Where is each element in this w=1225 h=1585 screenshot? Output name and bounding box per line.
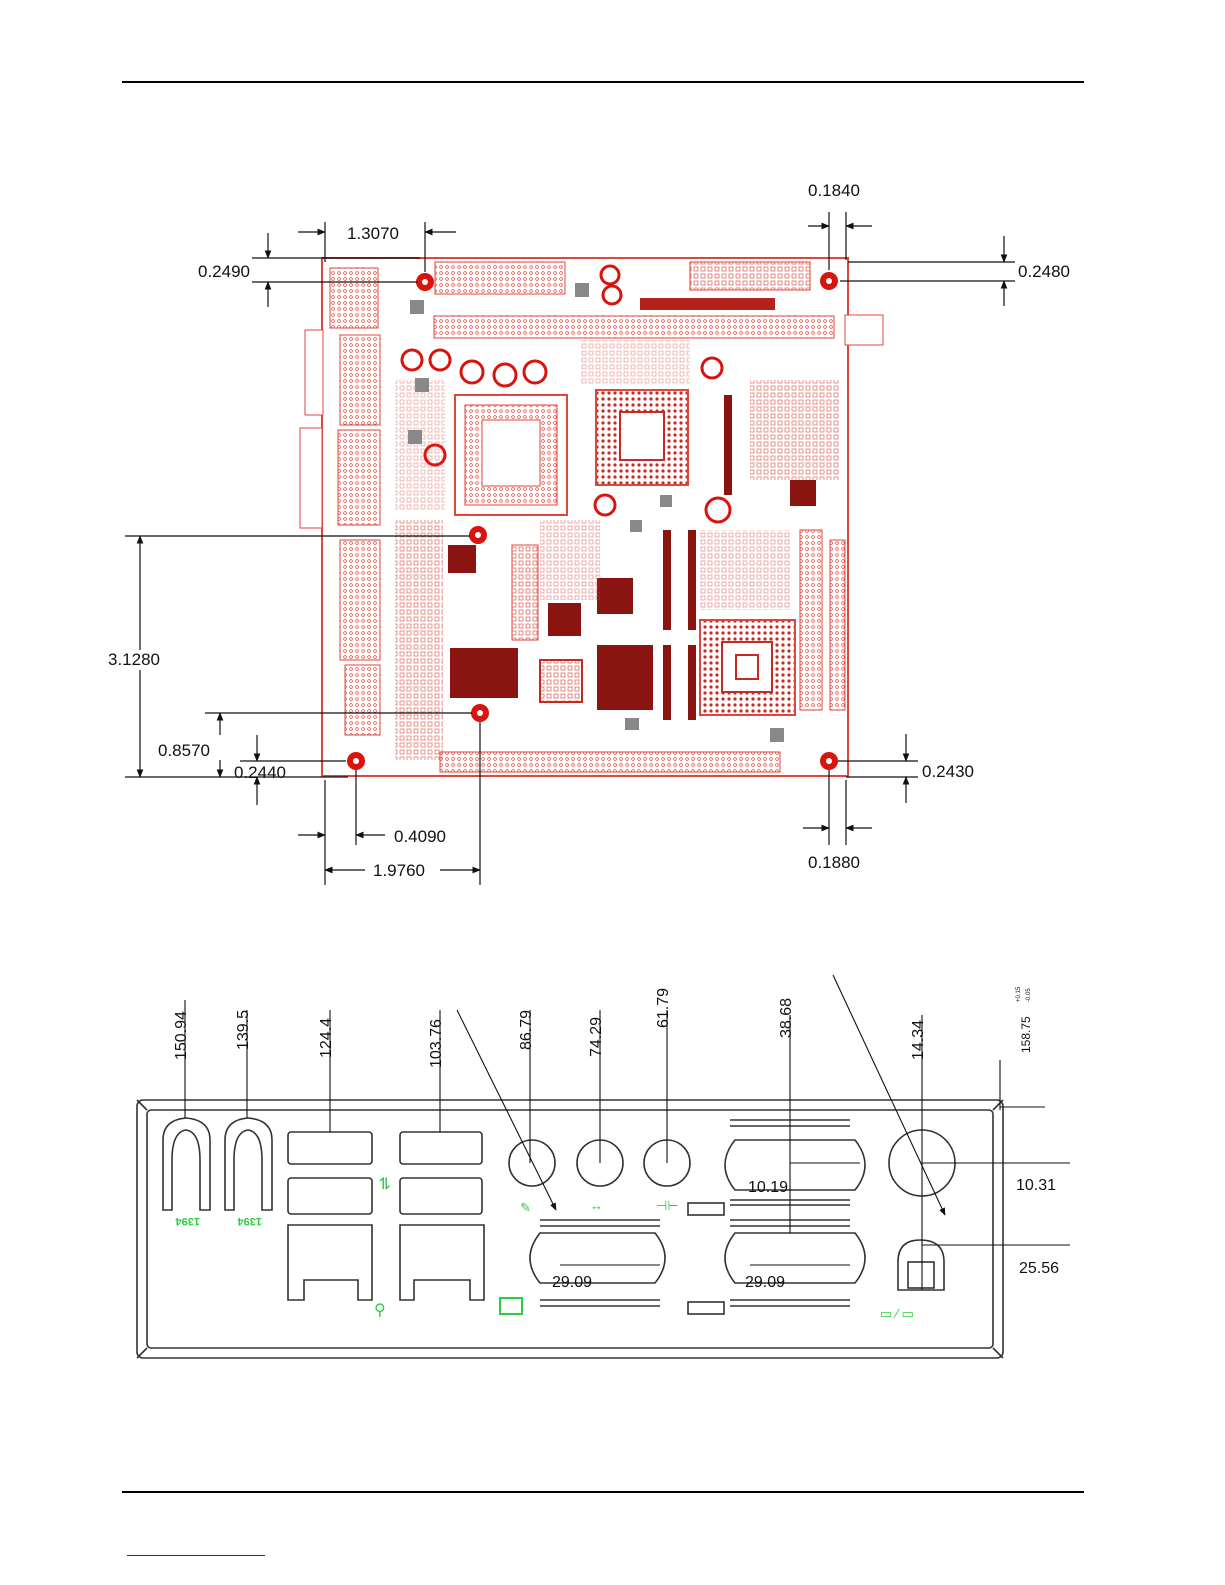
dim-150-94: 150.94 <box>173 1011 190 1060</box>
io-shield-plate <box>137 1100 1003 1358</box>
dim-10-31: 10.31 <box>1016 1177 1056 1194</box>
kb-mouse-icon: ▭ ⁄ ▭ <box>880 1306 914 1321</box>
dim-1-3070: 1.3070 <box>347 224 399 243</box>
dim-124-4: 124.4 <box>318 1018 335 1058</box>
pcb-board <box>300 258 883 776</box>
usb-icon: ⇌ <box>377 1177 394 1190</box>
dim-0-2430: 0.2430 <box>922 762 974 781</box>
dim-158-75: 158.75 <box>1019 1016 1033 1053</box>
dim-0-8570: 0.8570 <box>158 741 210 760</box>
firewire-ports <box>163 1118 272 1210</box>
dim-25-56: 25.56 <box>1019 1260 1059 1277</box>
tolerance-upper: +0.15 <box>1016 986 1022 1002</box>
dim-0-4090: 0.4090 <box>394 827 446 846</box>
firewire-label-1: 1394 <box>175 1215 200 1227</box>
dim-29-09-left: 29.09 <box>552 1274 592 1291</box>
mic-icon: ✎ <box>520 1200 531 1215</box>
dim-0-1880: 0.1880 <box>808 853 860 872</box>
dim-3-1280: 3.1280 <box>108 650 160 669</box>
dim-139-5: 139.5 <box>235 1010 252 1050</box>
dim-14-34: 14.34 <box>910 1020 927 1060</box>
tolerance-lower: -0.05 <box>1026 988 1032 1002</box>
dim-38-68: 38.68 <box>778 998 795 1038</box>
dim-74-29: 74.29 <box>588 1017 605 1057</box>
dim-103-76: 103.76 <box>428 1019 445 1068</box>
line-out-icon: ↔ <box>590 1198 603 1213</box>
dim-0-1840: 0.1840 <box>808 181 860 200</box>
footer-link-underline[interactable] <box>127 1555 265 1556</box>
footer-rule <box>122 1491 1084 1493</box>
dim-0-2480: 0.2480 <box>1018 262 1070 281</box>
dim-61-79: 61.79 <box>655 988 672 1028</box>
firewire-label-2: 1394 <box>237 1215 262 1227</box>
board-dimension-drawing: 1.3070 0.1840 0.2490 0.2480 3.1280 0.857… <box>0 0 1225 900</box>
lan-icon: ⚲ <box>374 1302 386 1319</box>
dim-1-9760: 1.9760 <box>373 861 425 880</box>
com-icon <box>500 1298 522 1314</box>
line-in-icon: ⊣⊢ <box>656 1198 679 1213</box>
dim-10-19: 10.19 <box>748 1179 788 1196</box>
usb-ports <box>288 1132 484 1300</box>
dim-0-2490: 0.2490 <box>198 262 250 281</box>
dim-0-2440: 0.2440 <box>234 763 286 782</box>
dim-86-79: 86.79 <box>518 1010 535 1050</box>
dim-29-09-right: 29.09 <box>745 1274 785 1291</box>
io-shield-drawing: 1394 1394 ⇌ ⚲ ✎ ↔ ⊣⊢ ▭ ⁄ ▭ <box>0 960 1225 1400</box>
